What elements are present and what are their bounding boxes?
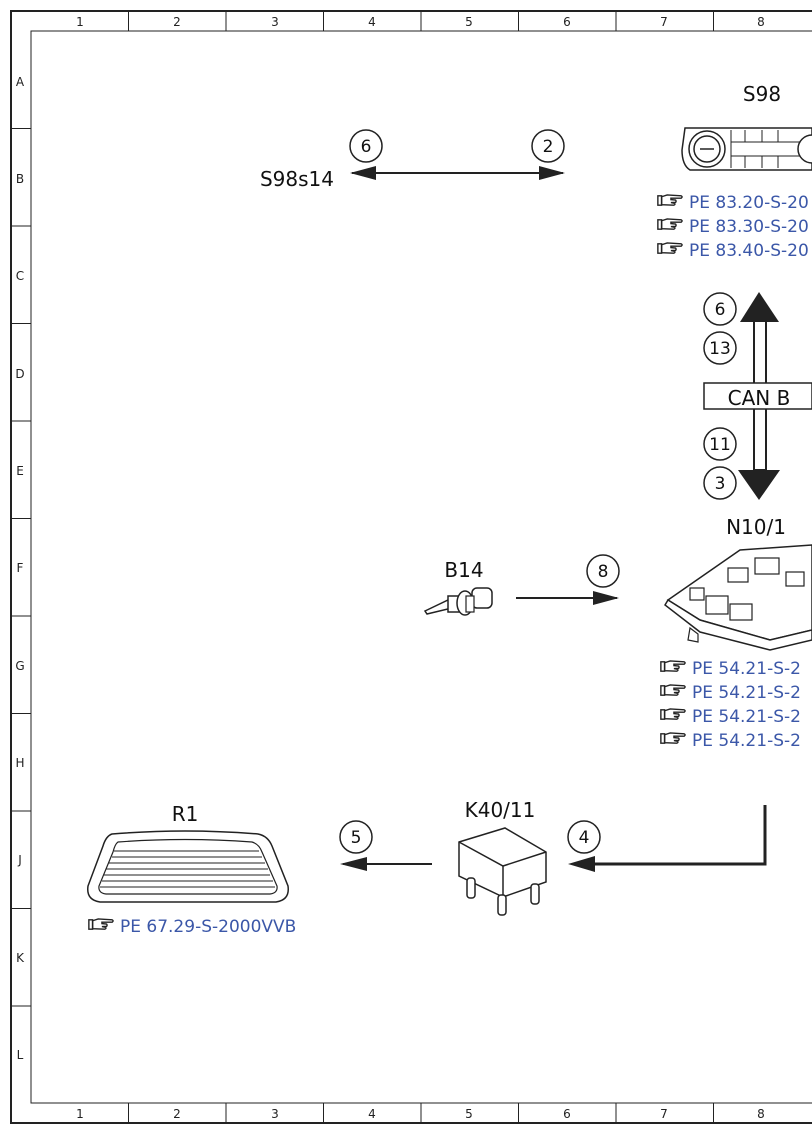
col-label: 5 [465, 1107, 473, 1121]
n10-1-reference-list: PE 54.21-S-2 PE 54.21-S-2 PE 54.21-S-2 P… [660, 659, 801, 751]
signal-number: 5 [351, 828, 362, 848]
col-label: 2 [173, 1107, 181, 1121]
b14-component: B14 8 [423, 554, 620, 616]
arrowhead-down [738, 470, 780, 500]
arrowhead-right [593, 591, 619, 605]
row-label: F [17, 561, 24, 575]
signal-number: 8 [598, 562, 609, 582]
arrowhead-left [568, 856, 595, 872]
drawing-frame [10, 10, 812, 1124]
signal-number: 11 [709, 435, 731, 455]
reference-link[interactable]: PE 83.40-S-20 [689, 241, 809, 261]
pointing-hand-icon [88, 918, 114, 930]
column-labels-top: 1 2 3 4 5 6 7 8 [76, 15, 765, 29]
row-label: B [16, 172, 24, 186]
k40-11-component: K40/11 5 [339, 798, 547, 916]
b14-label: B14 [444, 558, 483, 582]
can-bus-label: CAN B [728, 386, 791, 410]
col-label: 7 [660, 15, 668, 29]
signal-circle [339, 820, 373, 854]
row-label: E [16, 464, 24, 478]
pointing-hand-icon [660, 708, 686, 720]
col-label: 8 [757, 1107, 765, 1121]
row-label: J [17, 853, 22, 867]
arrowhead-up [740, 292, 779, 322]
row-label: D [15, 367, 24, 381]
signal-line [594, 805, 767, 866]
col-label: 4 [368, 15, 376, 29]
r1-component: R1 PE 67.29-S-2000VVB [87, 802, 296, 937]
signal-circle [703, 427, 737, 461]
signal-number: 6 [715, 300, 726, 320]
row-labels: A B C D E F G H J K L [15, 75, 25, 1062]
col-label: 5 [465, 15, 473, 29]
climate-control-panel-icon [681, 127, 812, 171]
n10-1-component: N10/1 PE 54.21-S-2 PE 54.21-S-2 PE 54.21… [660, 515, 812, 751]
col-label: 8 [757, 15, 765, 29]
signal-number: 3 [715, 474, 726, 494]
signal-number: 2 [543, 137, 554, 157]
n10-1-label: N10/1 [726, 515, 786, 539]
signal-circle [703, 466, 737, 500]
s98s14-label: S98s14 [260, 167, 334, 191]
row-label: L [17, 1048, 24, 1062]
s98-component: S98 PE 83.20-S-20 PE 83.30-S-20 PE 83.40… [657, 82, 812, 261]
reference-link[interactable]: PE 67.29-S-2000VVB [120, 917, 296, 937]
pointing-hand-icon [660, 660, 686, 672]
reference-link[interactable]: PE 54.21-S-2 [692, 683, 801, 703]
can-bus: CAN B 6 13 11 3 [703, 292, 812, 500]
signal-circle [703, 331, 737, 365]
n10-to-k40-signal: 4 [567, 805, 767, 872]
col-label: 7 [660, 1107, 668, 1121]
arrowhead-right [539, 166, 565, 180]
rear-window-defroster-icon [87, 830, 289, 903]
col-label: 6 [563, 15, 571, 29]
s98-label: S98 [743, 82, 781, 106]
signal-number: 4 [579, 828, 590, 848]
control-module-icon [664, 544, 812, 651]
reference-link[interactable]: PE 83.30-S-20 [689, 217, 809, 237]
can-bus-box [703, 382, 812, 410]
col-label: 3 [271, 1107, 279, 1121]
signal-circle [567, 820, 601, 854]
signal-circle [586, 554, 620, 588]
signal-number: 13 [709, 339, 731, 359]
reference-link[interactable]: PE 54.21-S-2 [692, 707, 801, 727]
col-label: 3 [271, 15, 279, 29]
row-label: G [15, 659, 24, 673]
pointing-hand-icon [660, 684, 686, 696]
s98s14-signal: S98s14 6 2 [260, 129, 565, 191]
pointing-hand-icon [660, 732, 686, 744]
col-label: 2 [173, 15, 181, 29]
relay-icon [458, 827, 547, 916]
k40-11-label: K40/11 [465, 798, 536, 822]
signal-number: 6 [361, 137, 372, 157]
pointing-hand-icon [657, 218, 683, 230]
row-label: K [16, 951, 25, 965]
row-label: C [16, 269, 24, 283]
signal-circle [349, 129, 383, 163]
r1-label: R1 [172, 802, 199, 826]
row-label: A [16, 75, 25, 89]
pointing-hand-icon [657, 242, 683, 254]
reference-link[interactable]: PE 54.21-S-2 [692, 659, 801, 679]
col-label: 4 [368, 1107, 376, 1121]
pointing-hand-icon [657, 194, 683, 206]
reference-link[interactable]: PE 83.20-S-20 [689, 193, 809, 213]
col-label: 6 [563, 1107, 571, 1121]
arrowhead-left [340, 857, 367, 871]
arrowhead-left [350, 166, 376, 180]
column-labels-bottom: 1 2 3 4 5 6 7 8 [76, 1107, 765, 1121]
row-label: H [15, 756, 24, 770]
signal-circle [531, 129, 565, 163]
reference-link[interactable]: PE 54.21-S-2 [692, 731, 801, 751]
signal-circle [703, 292, 737, 326]
col-label: 1 [76, 1107, 84, 1121]
s98-reference-list: PE 83.20-S-20 PE 83.30-S-20 PE 83.40-S-2… [657, 193, 809, 261]
temperature-sensor-icon [423, 587, 493, 616]
col-label: 1 [76, 15, 84, 29]
